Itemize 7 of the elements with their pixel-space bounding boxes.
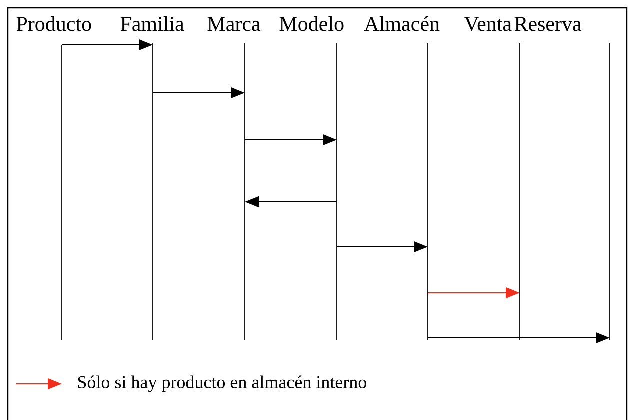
lifeline: Modelo	[280, 16, 344, 340]
lifeline: Marca	[208, 17, 261, 340]
lifeline: Almacén	[364, 16, 440, 340]
lifeline: Familia	[120, 16, 184, 340]
legend-text: Sólo si hay producto en almacén interno	[78, 376, 366, 392]
lifeline: Producto	[16, 16, 92, 340]
lifeline: Reserva	[514, 17, 610, 340]
